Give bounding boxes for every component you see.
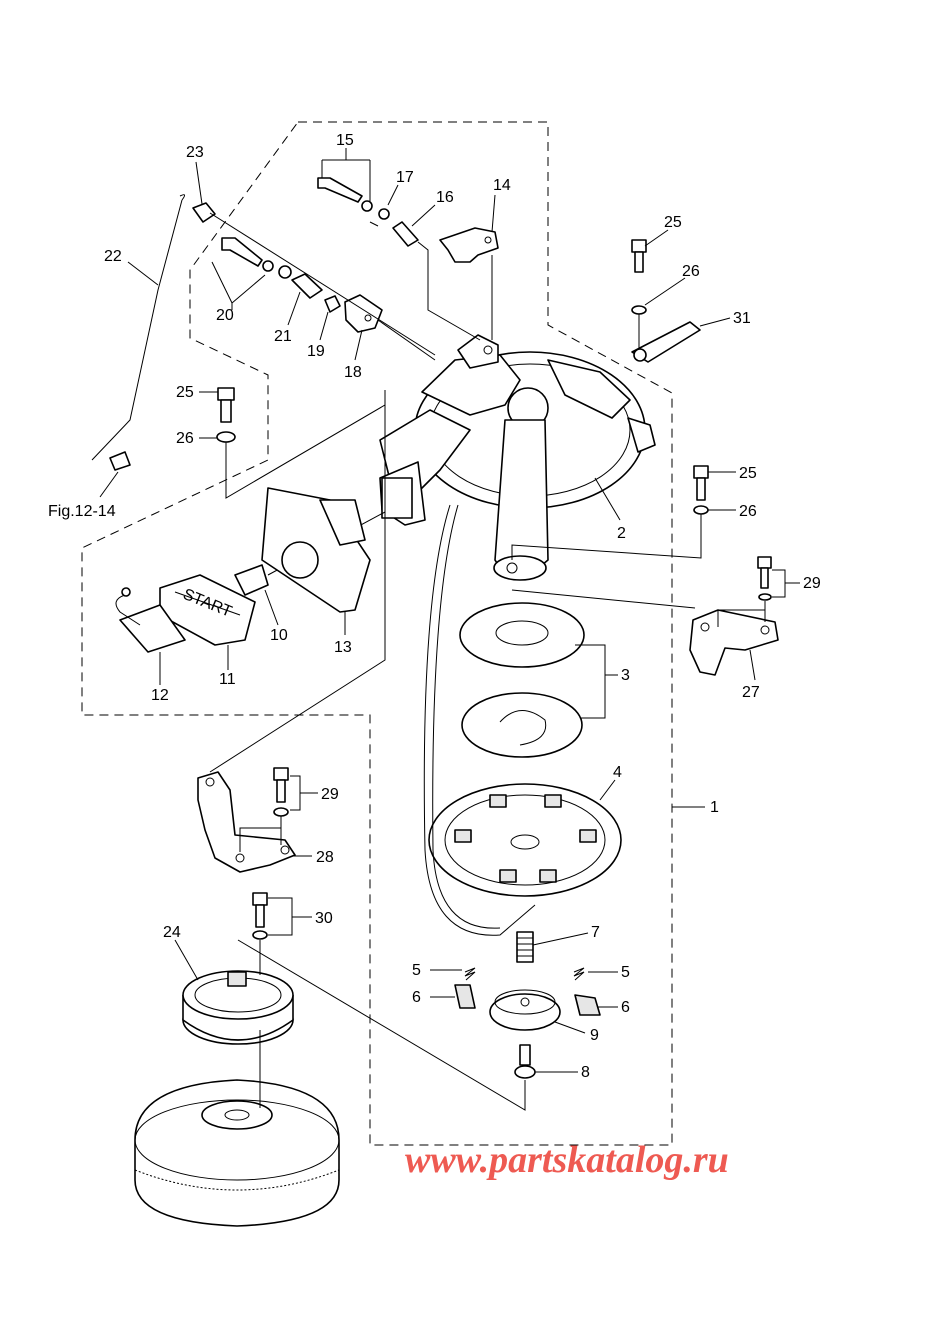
callout-20: 20 xyxy=(216,307,234,324)
callout-1: 1 xyxy=(710,799,719,816)
lever-31 xyxy=(631,321,701,363)
callout-16: 16 xyxy=(436,189,454,206)
pawl-spring-right xyxy=(573,967,585,981)
callout-29-left: 29 xyxy=(321,786,339,803)
rod-22 xyxy=(91,194,186,461)
pulley xyxy=(428,783,622,897)
bracket-18 xyxy=(344,294,383,333)
callout-18: 18 xyxy=(344,364,362,381)
spring-cover xyxy=(459,602,585,758)
fig-ref-part xyxy=(109,451,131,471)
callout-6-left: 6 xyxy=(412,989,421,1006)
starter-cup xyxy=(182,970,294,1045)
callout-27: 27 xyxy=(742,684,760,701)
callout-19: 19 xyxy=(307,343,325,360)
callout-29-right: 29 xyxy=(803,575,821,592)
callout-9: 9 xyxy=(590,1027,599,1044)
callout-11: 11 xyxy=(219,671,236,688)
pawl-right xyxy=(574,994,601,1016)
callout-3: 3 xyxy=(621,667,630,684)
washer-26-right-top xyxy=(631,305,647,315)
callout-5-right: 5 xyxy=(621,964,630,981)
bolt-29-right xyxy=(757,556,772,601)
clip-23 xyxy=(192,202,216,223)
callout-25-left: 25 xyxy=(176,384,194,401)
callout-26-right-mid: 26 xyxy=(739,503,757,520)
nut-19 xyxy=(324,295,341,313)
flywheel xyxy=(134,1079,340,1227)
starter-rope xyxy=(423,504,536,936)
callout-14: 14 xyxy=(493,177,511,194)
bracket-27 xyxy=(689,609,779,676)
washer-17 xyxy=(369,208,390,227)
callout-10: 10 xyxy=(270,627,288,644)
callout-7: 7 xyxy=(591,924,600,941)
callout-12: 12 xyxy=(151,687,169,704)
callout-4: 4 xyxy=(613,764,622,781)
callout-15: 15 xyxy=(336,132,354,149)
collar-21 xyxy=(291,273,323,299)
bolt-30 xyxy=(252,892,268,940)
callout-21: 21 xyxy=(274,328,292,345)
washer-26-left xyxy=(216,431,236,443)
bolt-8 xyxy=(514,1044,536,1079)
callout-25-right-top: 25 xyxy=(664,214,682,231)
rope-guide-plate xyxy=(261,487,371,613)
figure-reference: Fig.12-14 xyxy=(48,503,116,520)
callout-13: 13 xyxy=(334,639,352,656)
callout-31: 31 xyxy=(733,310,751,327)
bolt-25-right-top xyxy=(631,239,647,273)
callout-26-right-top: 26 xyxy=(682,263,700,280)
callout-25-right-mid: 25 xyxy=(739,465,757,482)
bolt-29-left xyxy=(273,767,289,817)
callout-5-left: 5 xyxy=(412,962,421,979)
bolt-15 xyxy=(317,177,373,212)
bolt-25-right-mid xyxy=(693,465,709,501)
callout-6-right: 6 xyxy=(621,999,630,1016)
callout-2: 2 xyxy=(617,525,626,542)
spring xyxy=(516,931,534,963)
callout-30: 30 xyxy=(315,910,333,927)
bolt-20 xyxy=(221,237,292,279)
leader-lines xyxy=(99,148,800,1111)
assembly-boundary xyxy=(81,121,673,1146)
washer-26-right-mid xyxy=(693,505,709,515)
pawl-spring-left xyxy=(464,967,476,981)
pin-16 xyxy=(392,221,419,247)
bracket-28 xyxy=(197,771,296,873)
callout-23: 23 xyxy=(186,144,204,161)
pawl-left xyxy=(454,984,476,1009)
watermark-text: www.partskatalog.ru xyxy=(405,1139,729,1181)
callout-24: 24 xyxy=(163,924,181,941)
callout-28: 28 xyxy=(316,849,334,866)
callout-8: 8 xyxy=(581,1064,590,1081)
drive-plate xyxy=(489,989,561,1031)
handle-cord xyxy=(115,587,141,626)
lever-14 xyxy=(439,227,499,263)
bolt-25-left xyxy=(217,387,235,423)
callout-22: 22 xyxy=(104,248,122,265)
starter-case xyxy=(379,334,656,581)
callout-17: 17 xyxy=(396,169,414,186)
callout-labels: 1 2 3 4 5 5 6 6 7 8 9 10 11 12 13 14 15 … xyxy=(48,132,821,1081)
handle-insert xyxy=(119,604,186,653)
callout-26-left: 26 xyxy=(176,430,194,447)
